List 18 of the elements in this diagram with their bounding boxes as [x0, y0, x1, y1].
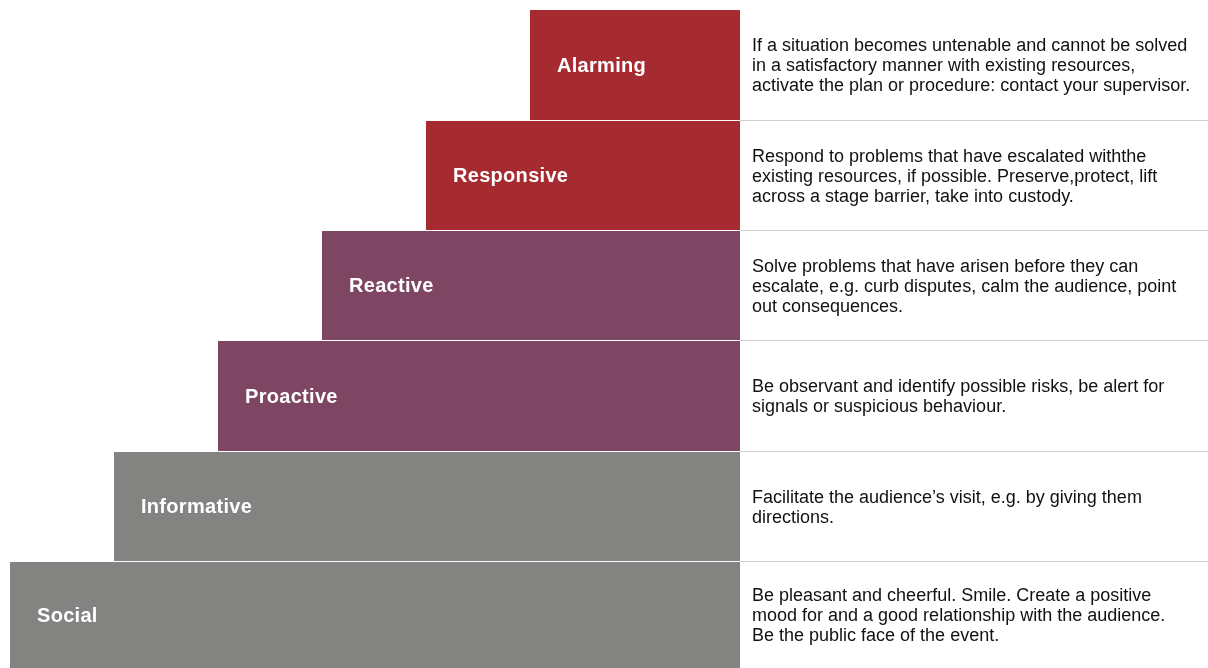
level-label: Responsive	[453, 164, 569, 187]
level-bar	[218, 341, 740, 451]
level-bar	[530, 10, 740, 120]
description-text: Be pleasant and cheerful. Smile. Create a positive mood for and a good relationship with the audience. Be the public face of the event.	[752, 585, 1167, 645]
level-bar	[322, 231, 740, 340]
level-label: Alarming	[557, 53, 647, 77]
level-label: Informative	[141, 495, 253, 518]
level-bar	[426, 121, 740, 230]
level-label: Reactive	[349, 274, 434, 297]
description-text: If a situation becomes untenable and cannot be solved in a satisfactory manner with existing resources, activate the plan or procedure: contact your supervisor.	[752, 35, 1192, 95]
description-text: Facilitate the audience’s visit, e.g. by giving them directions.	[752, 486, 1143, 527]
level-label: Proactive	[245, 384, 338, 408]
description-text: Be observant and identify possible risks, be alert for signals or suspicious behaviour.	[752, 376, 1166, 416]
level-label: Social	[37, 603, 98, 627]
level-bar	[114, 452, 740, 561]
description-text: Solve problems that have arisen before they can escalate, e.g. curb disputes, calm the audience, point out consequences.	[752, 255, 1178, 316]
description-text: Respond to problems that have escalated withthe existing resources, if possible. Preserve,protect, lift across a stage barrier, take into custody.	[752, 145, 1159, 206]
level-bar	[10, 562, 740, 668]
